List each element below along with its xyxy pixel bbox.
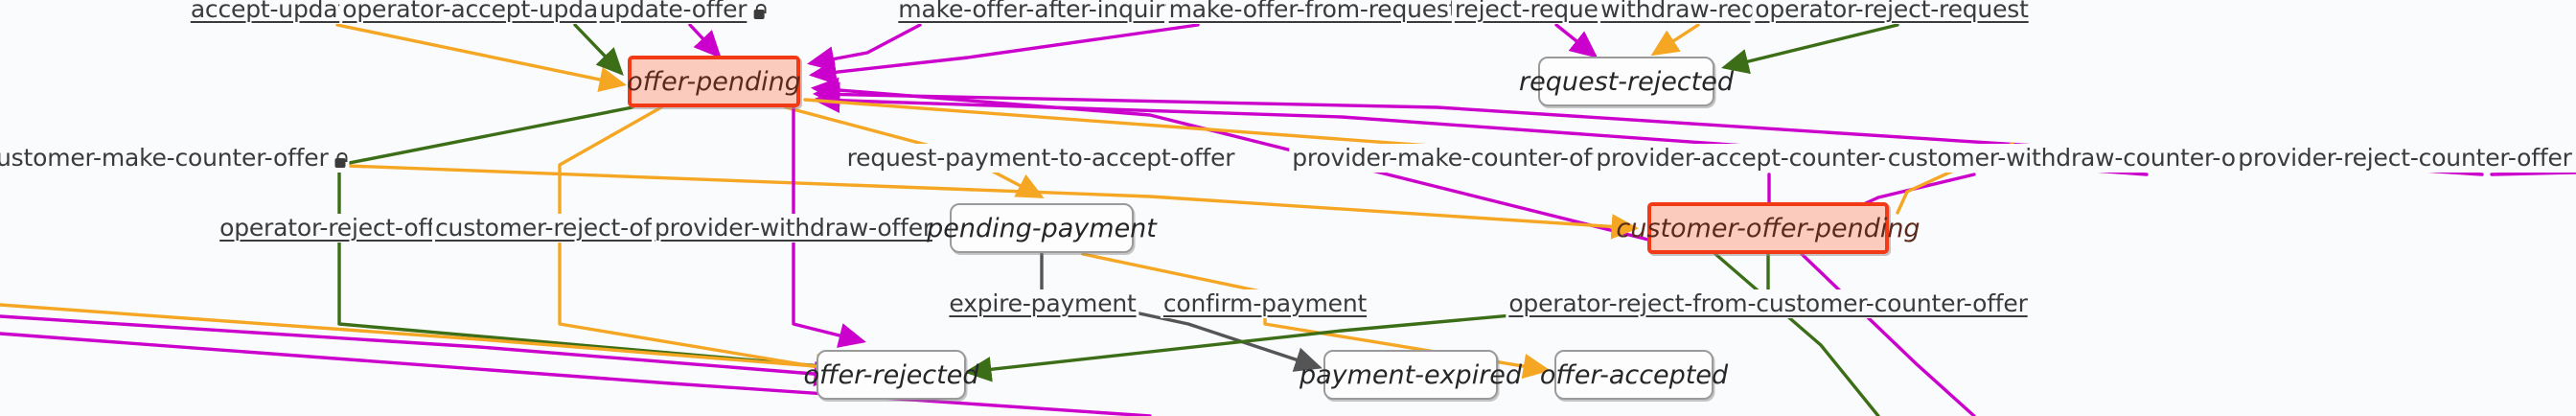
state-node-label: offer-rejected — [803, 359, 979, 390]
edge-label-text: provider-withdraw-offer — [655, 214, 932, 242]
edge-label-text: make-offer-after-inquiry — [898, 0, 1179, 23]
edge-label-text: make-offer-from-request — [1168, 0, 1459, 23]
edge-label-text: provider-accept-counter-offer — [1596, 144, 1943, 172]
edge-label-provider-withdraw-offer[interactable]: provider-withdraw-offer — [652, 214, 935, 243]
lock-icon — [334, 152, 348, 168]
edge-label-expire-payment[interactable]: expire-payment — [946, 289, 1139, 318]
edge-label-text: customer-make-counter-offer — [0, 144, 329, 172]
state-node-label: pending-payment — [927, 213, 1157, 243]
edge-label-customer-make-counter-offer[interactable]: customer-make-counter-offer — [0, 144, 350, 173]
state-node-payment-expired[interactable]: payment-expired — [1300, 350, 1522, 400]
edge-label-text: operator-reject-offer — [219, 214, 459, 242]
edge-withdraw-request — [1650, 23, 1700, 57]
edge-long-magenta-tail — [0, 332, 1152, 416]
edge-accept-update — [335, 23, 627, 92]
edge-label-text: operator-reject-from-customer-counter-of… — [1508, 289, 2028, 317]
state-node-label: payment-expired — [1299, 359, 1523, 390]
edge-label-text: request-payment-to-accept-offer — [846, 144, 1235, 172]
edge-customer-offer-pending-green-down — [1714, 252, 1880, 416]
edge-label-request-payment-to-accept-offer[interactable]: request-payment-to-accept-offer — [843, 144, 1238, 173]
edge-label-operator-reject-offer[interactable]: operator-reject-offer — [217, 214, 462, 243]
edge-label-text: customer-reject-offer — [435, 214, 684, 242]
edge-label-accept-update[interactable]: accept-update — [187, 0, 365, 24]
edge-provider-reject-counter-offer-feed — [2490, 171, 2576, 176]
edge-label-make-offer-after-inquiry[interactable]: make-offer-after-inquiry — [895, 0, 1200, 24]
edge-label-text: accept-update — [190, 0, 362, 23]
state-node-customer-offer-pending[interactable]: customer-offer-pending — [1616, 202, 1920, 254]
edge-label-operator-reject-from-customer-counter-offer[interactable]: operator-reject-from-customer-counter-of… — [1506, 289, 2031, 318]
edge-label-update-offer[interactable]: update-offer — [596, 0, 769, 24]
state-node-label: request-rejected — [1519, 66, 1734, 97]
edge-label-text: operator-reject-request — [1755, 0, 2029, 23]
edge-customer-reject-offer — [558, 105, 852, 381]
edge-label-text: operator-accept-update — [342, 0, 622, 23]
edge-long-magenta-left — [0, 314, 842, 387]
edge-make-offer-from-request — [808, 23, 1200, 85]
state-node-label: offer-accepted — [1539, 359, 1729, 390]
edge-label-operator-accept-update[interactable]: operator-accept-update — [339, 0, 625, 24]
edge-label-text: expire-payment — [949, 289, 1137, 317]
edge-label-text: reject-request — [1454, 0, 1621, 23]
state-node-offer-accepted[interactable]: offer-accepted — [1540, 350, 1728, 400]
edge-label-text: provider-make-counter-offer — [1292, 144, 1624, 172]
edge-label-text: update-offer — [599, 0, 748, 23]
edge-label-operator-reject-request[interactable]: operator-reject-request — [1752, 0, 2032, 24]
edge-make-offer-after-inquiry — [806, 23, 922, 72]
edge-update-offer — [688, 23, 722, 58]
edge-label-customer-reject-offer[interactable]: customer-reject-offer — [432, 214, 687, 243]
state-node-offer-pending[interactable]: offer-pending — [627, 56, 801, 107]
edge-provider-withdraw-offer — [792, 105, 866, 348]
edge-customer-make-counter-offer — [320, 163, 1640, 240]
state-node-offer-rejected[interactable]: offer-rejected — [804, 350, 979, 400]
edge-customer-offer-pending-magenta-down — [1800, 252, 1976, 416]
edge-label-text: customer-withdraw-counter-offer — [1887, 144, 2277, 172]
edge-label-text: provider-reject-counter-offer — [2238, 144, 2572, 172]
edge-reject-request — [1554, 23, 1598, 58]
edge-operator-reject-offer — [337, 105, 848, 380]
edge-operator-accept-update — [573, 23, 624, 76]
edge-label-confirm-payment[interactable]: confirm-payment — [1160, 289, 1370, 318]
state-node-label: offer-pending — [627, 66, 801, 97]
edge-label-text: confirm-payment — [1162, 289, 1368, 317]
state-node-label: customer-offer-pending — [1616, 213, 1920, 243]
edge-label-make-offer-from-request[interactable]: make-offer-from-request — [1165, 0, 1480, 24]
edge-label-reject-request[interactable]: reject-request — [1451, 0, 1623, 24]
edge-operator-reject-request — [1721, 23, 1899, 75]
edge-label-customer-withdraw-counter-offer[interactable]: customer-withdraw-counter-offer — [1884, 144, 2298, 173]
edge-label-provider-reject-counter-offer[interactable]: provider-reject-counter-offer — [2235, 144, 2576, 173]
state-node-pending-payment[interactable]: pending-payment — [927, 203, 1157, 253]
lock-icon — [752, 4, 767, 19]
edge-label-provider-make-counter-offer[interactable]: provider-make-counter-offer — [1289, 144, 1645, 173]
state-node-request-rejected[interactable]: request-rejected — [1519, 57, 1734, 106]
edge-long-orange-left — [0, 303, 844, 380]
